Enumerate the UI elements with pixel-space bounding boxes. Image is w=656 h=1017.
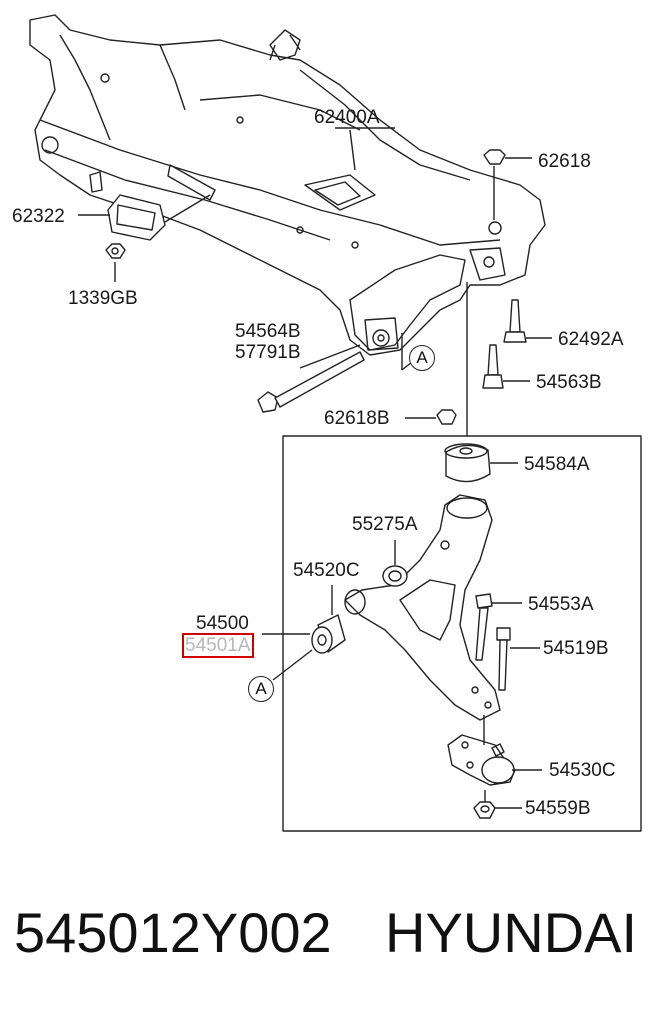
label-54501a-highlighted: 54501A — [182, 633, 254, 658]
label-62400a: 62400A — [314, 107, 380, 128]
bushing-54520c-illustration — [311, 585, 346, 654]
footer-brand: HYUNDAI — [385, 901, 638, 964]
lower-control-arm-illustration — [344, 494, 501, 721]
footer-part-number: 545012Y002 — [14, 901, 332, 964]
ball-joint-illustration — [447, 715, 542, 786]
label-62618b: 62618B — [324, 408, 390, 429]
label-54559b: 54559B — [525, 798, 591, 819]
nut-54559b-illustration — [473, 790, 522, 819]
label-54584a: 54584A — [524, 454, 590, 475]
label-1339gb: 1339GB — [68, 288, 138, 309]
label-62618: 62618 — [538, 151, 591, 172]
bracket-illustration — [107, 194, 211, 241]
parts-diagram — [29, 14, 642, 832]
bolt-front-illustration — [257, 344, 365, 413]
subframe-illustration — [29, 14, 546, 356]
bolt-54563b-illustration — [482, 344, 530, 389]
nut-62618b-illustration — [405, 409, 457, 425]
nut-1339gb-illustration — [105, 243, 126, 282]
label-54563b: 54563B — [536, 372, 602, 393]
reference-a-bottom: A — [248, 676, 274, 702]
label-54520c: 54520C — [293, 560, 360, 581]
bushing-54584a-illustration — [444, 443, 518, 483]
label-57791b: 57791B — [235, 342, 301, 363]
bolt-54519b-illustration — [496, 627, 540, 691]
footer: 545012Y002 HYUNDAI — [0, 905, 656, 975]
nut-62618-illustration — [483, 149, 532, 220]
washer-55275a-illustration — [382, 540, 408, 587]
bolt-62492a-illustration — [503, 299, 552, 343]
label-54500: 54500 — [196, 613, 249, 634]
label-62322: 62322 — [12, 206, 65, 227]
label-54564b: 54564B — [235, 321, 301, 342]
label-54519b: 54519B — [543, 638, 609, 659]
label-62492a: 62492A — [558, 329, 624, 350]
label-54530c: 54530C — [549, 760, 616, 781]
label-54553a: 54553A — [528, 594, 594, 615]
label-55275a: 55275A — [352, 514, 418, 535]
bolt-54553a-illustration — [475, 593, 522, 661]
reference-a-top: A — [409, 345, 435, 371]
